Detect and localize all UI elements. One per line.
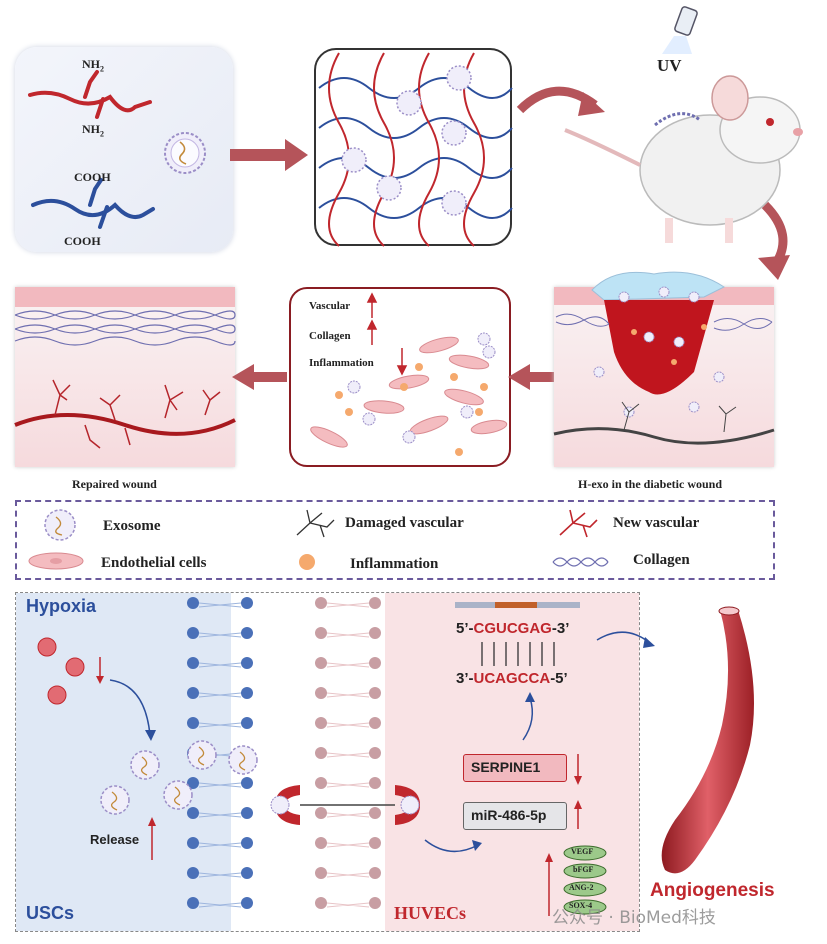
uv-lamp-icon xyxy=(662,6,698,54)
serpine1-label: SERPINE1 xyxy=(471,759,541,775)
inflammation-label: Inflammation xyxy=(309,357,374,369)
mrna-bar xyxy=(455,602,580,608)
legend-endothelial-icon xyxy=(28,552,84,570)
wound-illustration xyxy=(553,271,775,445)
vascular-label: Vascular xyxy=(309,300,351,312)
usc-membrane xyxy=(187,597,253,909)
process-arrow-5 xyxy=(232,364,287,390)
seq-top: 5’-CGUCGAG-3’ xyxy=(456,620,570,637)
to-vessel-arrow xyxy=(596,631,655,648)
vegf-label: VEGF xyxy=(571,847,594,856)
uscs-label: USCs xyxy=(26,903,75,923)
serpine1-down-arrow xyxy=(574,754,582,785)
blood-vessel-icon xyxy=(661,606,754,874)
huvecs-label: HUVECs xyxy=(394,903,467,923)
base-pair-lines xyxy=(481,642,555,666)
amine-chain-red xyxy=(28,70,152,119)
hypoxia-label: Hypoxia xyxy=(26,596,97,616)
legend-collagen-label: Collagen xyxy=(633,552,690,568)
collagen-layer-repaired xyxy=(14,310,236,346)
nh2-upper-label: NH2 xyxy=(82,57,104,74)
legend-inflammation-icon xyxy=(299,554,315,570)
angiogenesis-label: Angiogenesis xyxy=(650,880,775,901)
process-arrow-3 xyxy=(758,201,790,280)
watermark: 公众号 · BioMed科技 xyxy=(552,908,716,928)
uv-label: UV xyxy=(657,56,682,75)
release-label: Release xyxy=(90,832,140,847)
carboxyl-chain-blue xyxy=(31,178,155,229)
release-up-arrow xyxy=(148,817,156,860)
legend-exosome-label: Exosome xyxy=(103,518,161,534)
new-vascular-network xyxy=(14,379,236,449)
exosome-icon xyxy=(164,132,206,174)
process-arrow-4 xyxy=(508,364,558,390)
mirna-up-arrow xyxy=(574,800,582,829)
hypoxia-flow-arrow xyxy=(109,679,156,741)
legend-exosome-icon xyxy=(44,509,76,541)
released-exosomes xyxy=(100,740,258,815)
legend-collagen-icon xyxy=(552,557,609,567)
sox4-label: SOX-4 xyxy=(569,901,593,910)
trend-arrows xyxy=(366,292,408,376)
cooh-lower-label: COOH xyxy=(64,234,101,248)
nh2-lower-label: NH2 xyxy=(82,122,104,139)
legend-damaged-vascular-icon xyxy=(296,509,335,538)
mechanism-box xyxy=(15,592,640,932)
serpine1-box xyxy=(463,754,567,782)
growth-factor-ovals xyxy=(563,845,607,915)
mirna-box xyxy=(463,802,567,830)
cell-scatter xyxy=(310,332,508,456)
hydrogel-network xyxy=(318,52,513,247)
binding-arrow xyxy=(522,692,535,741)
process-arrow-1 xyxy=(230,139,308,171)
legend-new-vascular-label: New vascular xyxy=(613,515,700,531)
cooh-upper-label: COOH xyxy=(74,170,111,184)
legend-new-vascular-icon xyxy=(559,509,598,538)
ang2-label: ANG-2 xyxy=(569,883,594,892)
mouse-icon xyxy=(564,75,803,243)
bfgf-label: bFGF xyxy=(573,865,594,874)
legend-inflammation-label: Inflammation xyxy=(350,556,439,572)
collagen-label: Collagen xyxy=(309,330,351,342)
huvec-membrane xyxy=(315,597,381,909)
legend-endothelial-label: Endothelial cells xyxy=(101,555,207,571)
seq-bottom: 3’-UCAGCCA-5’ xyxy=(456,670,568,687)
repaired-wound-caption: Repaired wound xyxy=(72,477,157,491)
exosome-receptors xyxy=(270,785,420,825)
diabetic-wound-caption: H-exo in the diabetic wound xyxy=(578,477,723,491)
mirna-label: miR-486-5p xyxy=(471,807,547,823)
repaired-wound-panel xyxy=(15,287,235,467)
process-arrow-2 xyxy=(516,86,605,116)
oxygen-molecules xyxy=(37,637,104,705)
growth-factor-up-arrow xyxy=(545,853,553,916)
legend-box xyxy=(15,500,775,580)
uptake-arrow xyxy=(424,839,482,853)
legend-damaged-vascular-label: Damaged vascular xyxy=(345,515,464,531)
